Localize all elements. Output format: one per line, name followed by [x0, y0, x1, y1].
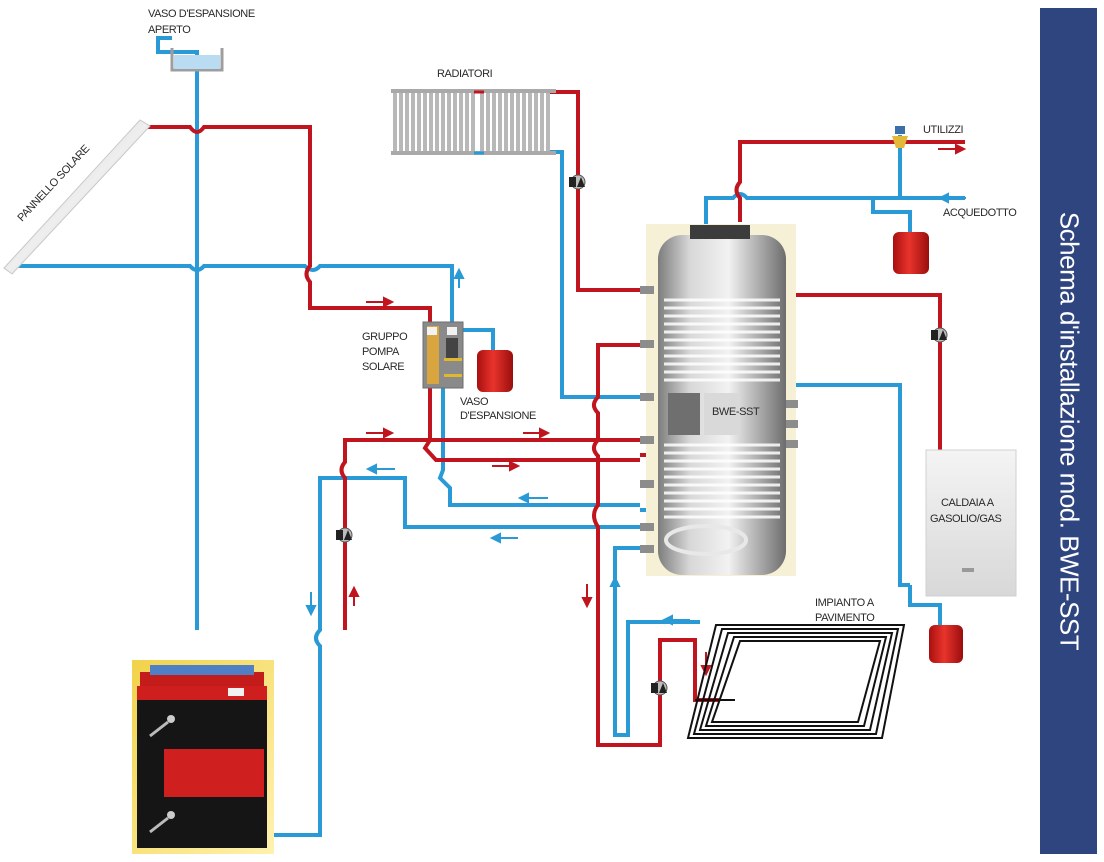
- radiator-fin: [417, 90, 421, 154]
- label-radiators: RADIATORI: [437, 68, 493, 80]
- arrow-blue-up: [453, 267, 621, 598]
- storage-tank-icon: [640, 224, 798, 576]
- radiator-fin: [534, 90, 538, 154]
- radiator-fin: [492, 90, 496, 154]
- mixing-valve-icon: [892, 126, 908, 148]
- radiator-fin: [528, 90, 532, 154]
- radiator-fin: [504, 90, 508, 154]
- label-open-expansion-tank: VASO D'ESPANSIONE: [148, 8, 255, 20]
- label-boiler-1: CALDAIA A: [941, 497, 995, 509]
- open-expansion-tank-icon: [170, 48, 224, 72]
- arrow-red-up: [348, 585, 360, 606]
- arrow-blue-left: [365, 192, 966, 626]
- solar-pump-group-icon: [422, 321, 464, 389]
- flow-arrows: [305, 143, 967, 677]
- label-solar-pump-group-3: SOLARE: [362, 361, 404, 373]
- floor-coil-loop: [704, 636, 888, 727]
- gas-oil-boiler-icon: [925, 449, 1017, 597]
- radiator-fin: [486, 90, 490, 154]
- solid-fuel-boiler-icon: [132, 660, 274, 854]
- label-solar-panel: PANNELLO SOLARE: [15, 143, 92, 224]
- label-outlets: UTILIZZI: [923, 124, 964, 136]
- radiator-fin: [435, 90, 439, 154]
- label-storage-tank: BWE-SST: [712, 406, 760, 418]
- radiator-fin: [411, 90, 415, 154]
- hot-pipes: [140, 90, 965, 747]
- label-floor-heating-2: PAVIMENTO: [815, 612, 875, 624]
- radiator-fin: [498, 90, 502, 154]
- radiator-fin: [546, 90, 550, 154]
- label-expansion-tank-2: D'ESPANSIONE: [460, 410, 536, 422]
- radiator-header: [478, 89, 556, 93]
- radiator-fin: [465, 90, 469, 154]
- floor-coil-loop: [710, 640, 882, 723]
- radiator-fin: [540, 90, 544, 154]
- radiator-fin: [423, 90, 427, 154]
- arrow-red-right: [366, 143, 967, 472]
- label-open-expansion-tank-2: APERTO: [148, 24, 191, 36]
- label-solar-pump-group-2: POMPA: [362, 346, 400, 358]
- radiator-fin: [447, 90, 451, 154]
- radiator-fin: [459, 90, 463, 154]
- radiator-fin: [480, 90, 484, 154]
- radiator-header: [391, 89, 480, 93]
- label-boiler-2: GASOLIO/GAS: [930, 513, 1001, 525]
- label-floor-heating-1: IMPIANTO A: [815, 597, 875, 609]
- radiator-fin: [441, 90, 445, 154]
- expansion-tank-icon: [477, 232, 963, 663]
- solar-panel-icon: [3, 119, 151, 275]
- radiator-header: [391, 151, 480, 155]
- label-expansion-tank-1: VASO: [460, 396, 489, 408]
- page-title: Schema d'installazione mod. BWE-SST: [1054, 211, 1084, 651]
- radiator-fin: [522, 90, 526, 154]
- radiator-fin: [516, 90, 520, 154]
- radiator-header: [478, 151, 556, 155]
- label-water-mains: ACQUEDOTTO: [943, 207, 1017, 219]
- label-solar-pump-group-1: GRUPPO: [362, 331, 408, 343]
- floor-heating-coil-icon: [686, 624, 906, 739]
- radiator-fin: [429, 90, 433, 154]
- radiators-icon: [391, 89, 556, 155]
- radiator-fin: [510, 90, 514, 154]
- arrow-blue-down: [305, 592, 317, 617]
- floor-coil-loop: [698, 632, 894, 731]
- title-bar: Schema d'installazione mod. BWE-SST: [1040, 8, 1097, 854]
- radiator-fin: [393, 90, 397, 154]
- radiator-fin: [471, 90, 475, 154]
- arrow-red-down: [581, 584, 712, 677]
- radiator-fin: [399, 90, 403, 154]
- radiator-fin: [453, 90, 457, 154]
- radiator-fin: [405, 90, 409, 154]
